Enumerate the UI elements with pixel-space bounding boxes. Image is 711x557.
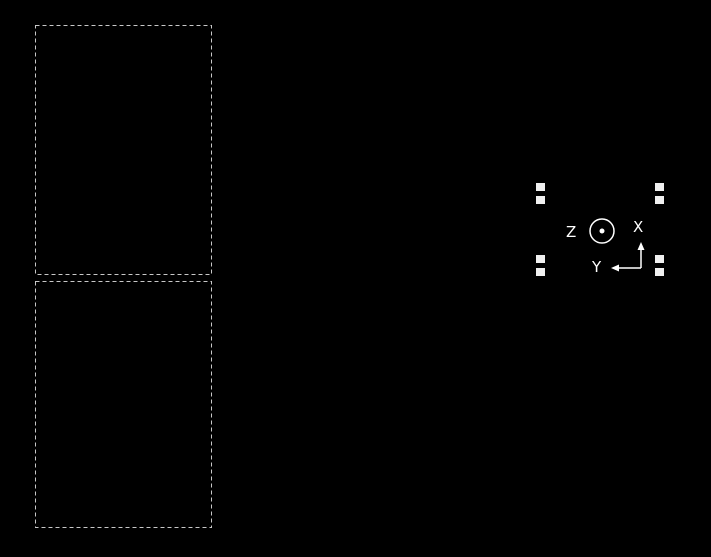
dashed-region-bottom [35, 281, 212, 528]
coordinate-frame-icon [589, 218, 645, 272]
y-axis-arrow-icon [611, 264, 641, 272]
x-axis-arrow-icon [637, 242, 645, 268]
pad-marker-bottom-right-upper [655, 255, 664, 263]
z-axis-label: Z [566, 223, 577, 241]
pad-marker-top-right-upper [655, 183, 664, 191]
z-axis-out-of-plane-icon [589, 218, 615, 244]
dashed-region-top [35, 25, 212, 275]
pad-marker-top-right-lower [655, 196, 664, 204]
x-axis-label: X [633, 218, 644, 236]
pad-marker-bottom-right-lower [655, 268, 664, 276]
pad-marker-top-left-lower [536, 196, 545, 204]
pad-marker-bottom-left-lower [536, 268, 545, 276]
pad-marker-top-left-upper [536, 183, 545, 191]
y-axis-label: Y [592, 258, 602, 276]
pad-marker-bottom-left-upper [536, 255, 545, 263]
